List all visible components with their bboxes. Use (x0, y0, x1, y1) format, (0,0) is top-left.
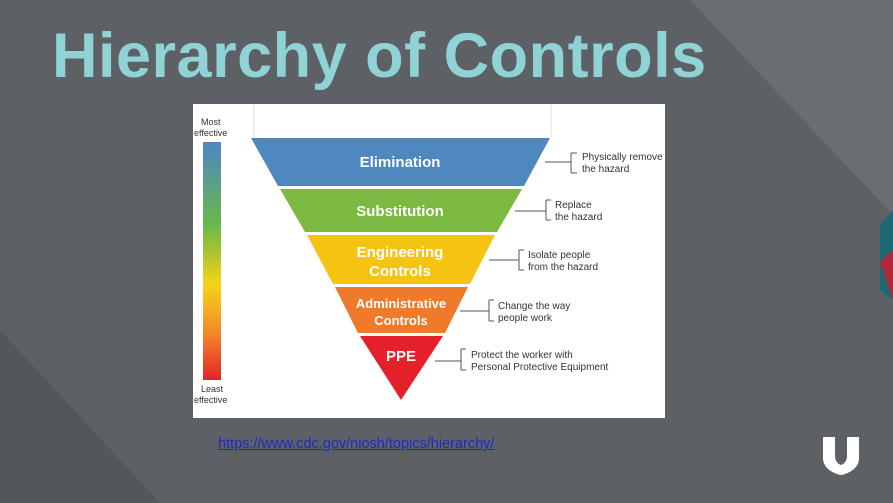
level-elimination-band (251, 138, 550, 186)
effectiveness-gradient-bar (203, 142, 221, 380)
desc-elimination-1: Physically remove (582, 152, 663, 163)
desc-substitution-1: Replace (555, 200, 592, 211)
scale-top-label-1: Most (201, 117, 221, 127)
source-link[interactable]: https://www.cdc.gov/niosh/topics/hierarc… (218, 436, 495, 452)
level-ppe-label: PPE (386, 348, 416, 365)
desc-administrative-1: Change the way (498, 301, 570, 312)
unmc-logo-icon (823, 437, 859, 475)
connector-engineering (489, 249, 524, 271)
desc-engineering-2: from the hazard (528, 262, 598, 273)
level-engineering-label-2: Controls (369, 263, 431, 280)
level-administrative-label-1: Administrative (356, 296, 446, 311)
scale-bottom-label-2: effective (194, 395, 227, 405)
level-engineering-band (307, 235, 495, 284)
scale-top-label-2: effective (194, 128, 227, 138)
desc-administrative-2: people work (498, 313, 553, 324)
scale-bottom-label-1: Least (201, 384, 224, 394)
hierarchy-diagram: Most effective Least effective Eliminati… (194, 104, 663, 405)
slide-title: Hierarchy of Controls (52, 21, 707, 91)
desc-substitution-2: the hazard (555, 212, 602, 223)
connector-lines (435, 152, 577, 371)
level-administrative-band (335, 287, 468, 333)
connector-substitution (515, 199, 551, 221)
desc-ppe-2: Personal Protective Equipment (471, 362, 609, 373)
desc-ppe-1: Protect the worker with (471, 350, 573, 361)
level-administrative-label-2: Controls (374, 313, 427, 328)
connector-elimination (545, 152, 577, 174)
level-elimination-label: Elimination (360, 154, 441, 171)
level-substitution-band (280, 189, 522, 232)
level-ppe-band (360, 336, 443, 400)
connector-ppe (435, 348, 466, 371)
desc-elimination-2: the hazard (582, 164, 629, 175)
level-substitution-label: Substitution (356, 203, 443, 220)
level-engineering-label-1: Engineering (357, 244, 444, 261)
desc-engineering-1: Isolate people (528, 250, 591, 261)
hierarchy-figure: Most effective Least effective Eliminati… (193, 104, 665, 418)
connector-administrative (460, 299, 494, 322)
